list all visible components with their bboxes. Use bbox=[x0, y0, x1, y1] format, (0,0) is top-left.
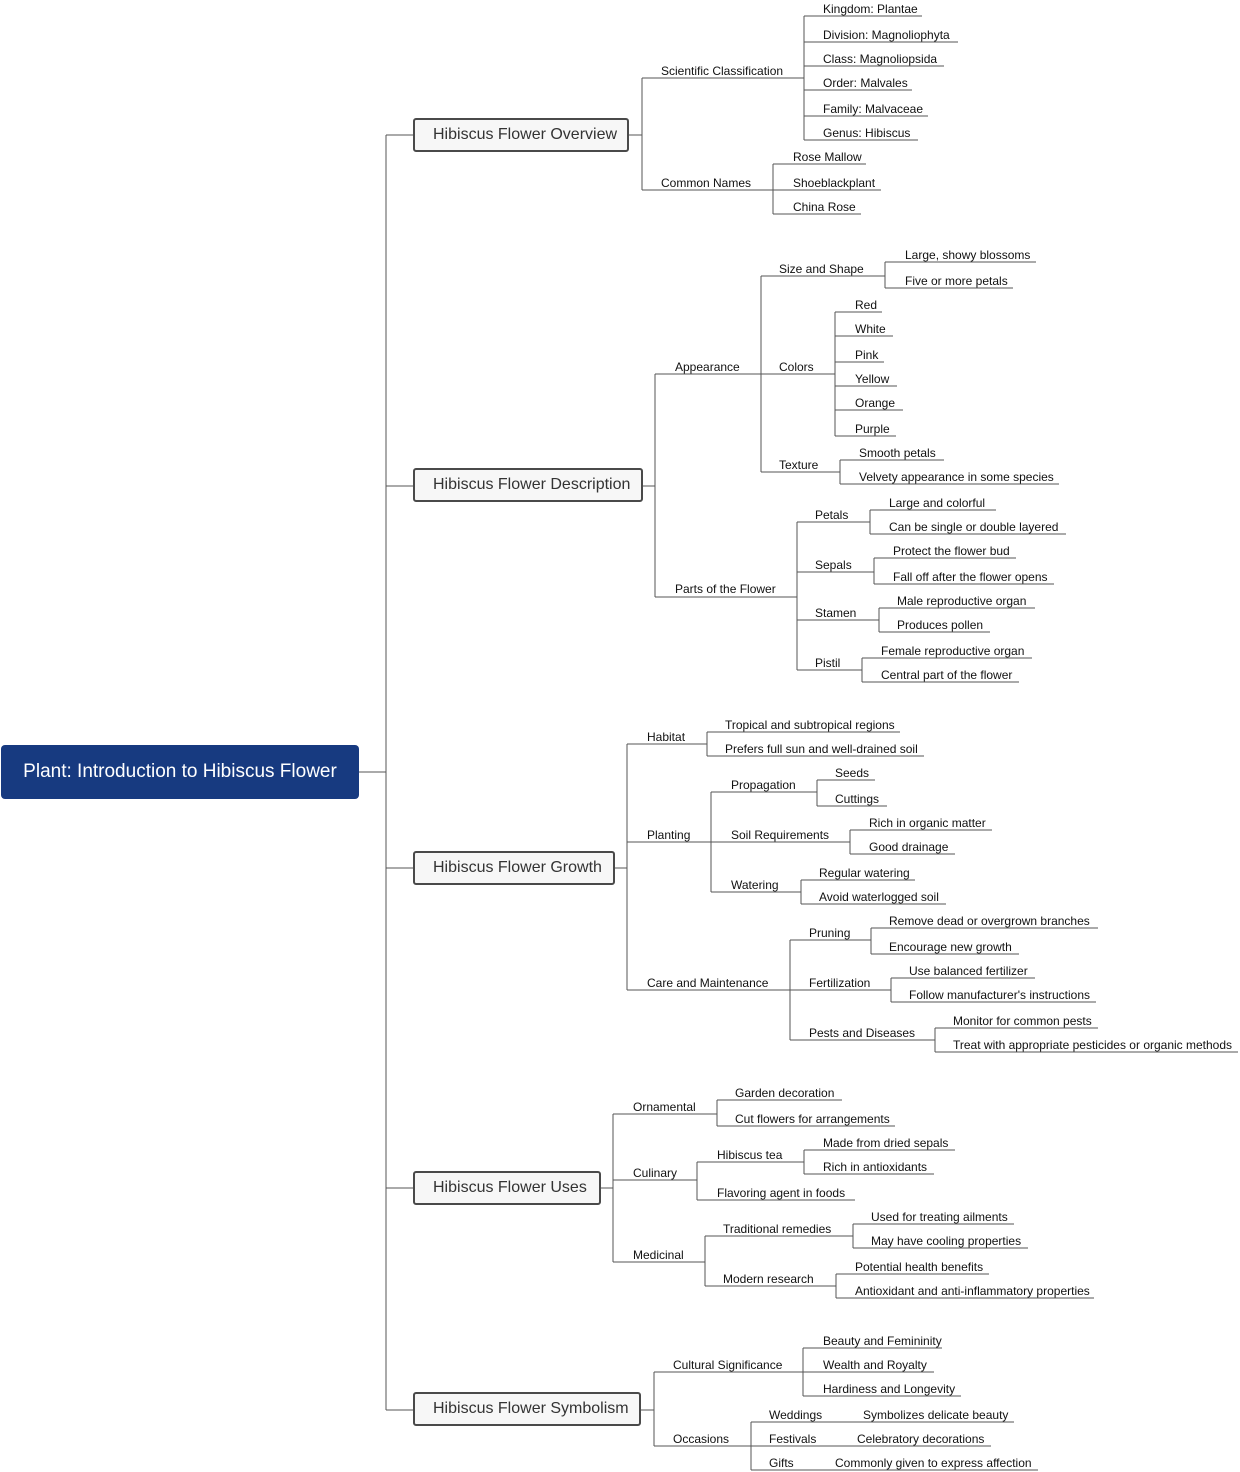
node-weddings[interactable]: Weddings bbox=[769, 1408, 823, 1422]
node-female-organ[interactable]: Female reproductive organ bbox=[881, 644, 1025, 658]
node-petals[interactable]: Petals bbox=[815, 508, 849, 522]
node-common-names[interactable]: Common Names bbox=[661, 176, 752, 190]
node-white[interactable]: White bbox=[855, 322, 886, 336]
node-beauty[interactable]: Beauty and Femininity bbox=[823, 1334, 942, 1348]
node-hardiness[interactable]: Hardiness and Longevity bbox=[823, 1382, 956, 1396]
branch-overview[interactable]: Hibiscus Flower Overview bbox=[413, 118, 629, 152]
node-soil-req[interactable]: Soil Requirements bbox=[731, 828, 830, 842]
node-parts[interactable]: Parts of the Flower bbox=[675, 582, 776, 596]
node-culinary[interactable]: Culinary bbox=[633, 1166, 678, 1180]
node-protect-bud[interactable]: Protect the flower bud bbox=[893, 544, 1010, 558]
node-medicinal[interactable]: Medicinal bbox=[633, 1248, 684, 1262]
node-kingdom[interactable]: Kingdom: Plantae bbox=[823, 2, 918, 16]
node-wealth[interactable]: Wealth and Royalty bbox=[823, 1358, 927, 1372]
node-treat-pests[interactable]: Treat with appropriate pesticides or org… bbox=[953, 1038, 1233, 1052]
node-fall-off[interactable]: Fall off after the flower opens bbox=[893, 570, 1048, 584]
node-planting[interactable]: Planting bbox=[647, 828, 691, 842]
node-male-organ[interactable]: Male reproductive organ bbox=[897, 594, 1027, 608]
node-central-part[interactable]: Central part of the flower bbox=[881, 668, 1013, 682]
node-stamen[interactable]: Stamen bbox=[815, 606, 857, 620]
node-pests[interactable]: Pests and Diseases bbox=[809, 1026, 916, 1040]
node-yellow[interactable]: Yellow bbox=[855, 372, 890, 386]
node-anti-inflammatory[interactable]: Antioxidant and anti-inflammatory proper… bbox=[855, 1284, 1090, 1298]
node-balanced-fert[interactable]: Use balanced fertilizer bbox=[909, 964, 1028, 978]
node-good-drainage[interactable]: Good drainage bbox=[869, 840, 949, 854]
node-rich-organic[interactable]: Rich in organic matter bbox=[869, 816, 986, 830]
node-genus[interactable]: Genus: Hibiscus bbox=[823, 126, 911, 140]
node-velvety[interactable]: Velvety appearance in some species bbox=[859, 470, 1054, 484]
node-propagation[interactable]: Propagation bbox=[731, 778, 796, 792]
node-pistil[interactable]: Pistil bbox=[815, 656, 841, 670]
node-health-benefits[interactable]: Potential health benefits bbox=[855, 1260, 984, 1274]
node-gifts[interactable]: Gifts bbox=[769, 1456, 794, 1470]
node-rose-mallow[interactable]: Rose Mallow bbox=[793, 150, 862, 164]
node-garden[interactable]: Garden decoration bbox=[735, 1086, 835, 1100]
node-tropical[interactable]: Tropical and subtropical regions bbox=[725, 718, 895, 732]
node-colors[interactable]: Colors bbox=[779, 360, 814, 374]
node-cuttings[interactable]: Cuttings bbox=[835, 792, 880, 806]
node-occasions[interactable]: Occasions bbox=[673, 1432, 730, 1446]
node-care[interactable]: Care and Maintenance bbox=[647, 976, 769, 990]
node-class[interactable]: Class: Magnoliopsida bbox=[823, 52, 938, 66]
node-dried-sepals[interactable]: Made from dried sepals bbox=[823, 1136, 949, 1150]
node-monitor-pests[interactable]: Monitor for common pests bbox=[953, 1014, 1092, 1028]
node-red[interactable]: Red bbox=[855, 298, 878, 312]
node-cultural[interactable]: Cultural Significance bbox=[673, 1358, 783, 1372]
node-large-showy[interactable]: Large, showy blossoms bbox=[905, 248, 1031, 262]
node-avoid-waterlogged[interactable]: Avoid waterlogged soil bbox=[819, 890, 939, 904]
branch-symbolism[interactable]: Hibiscus Flower Symbolism bbox=[413, 1392, 641, 1426]
node-five-petals[interactable]: Five or more petals bbox=[905, 274, 1008, 288]
node-order[interactable]: Order: Malvales bbox=[823, 76, 908, 90]
node-size-shape[interactable]: Size and Shape bbox=[779, 262, 864, 276]
node-new-growth[interactable]: Encourage new growth bbox=[889, 940, 1012, 954]
node-affection[interactable]: Commonly given to express affection bbox=[835, 1456, 1032, 1470]
node-pink[interactable]: Pink bbox=[855, 348, 879, 362]
node-smooth[interactable]: Smooth petals bbox=[859, 446, 936, 460]
node-ornamental[interactable]: Ornamental bbox=[633, 1100, 696, 1114]
node-watering[interactable]: Watering bbox=[731, 878, 779, 892]
node-fertilization[interactable]: Fertilization bbox=[809, 976, 871, 990]
node-modern[interactable]: Modern research bbox=[723, 1272, 814, 1286]
node-china-rose[interactable]: China Rose bbox=[793, 200, 856, 214]
node-regular-watering[interactable]: Regular watering bbox=[819, 866, 910, 880]
branch-description[interactable]: Hibiscus Flower Description bbox=[413, 468, 643, 502]
node-tea[interactable]: Hibiscus tea bbox=[717, 1148, 783, 1162]
node-shoeblackplant[interactable]: Shoeblackplant bbox=[793, 176, 876, 190]
node-large-colorful[interactable]: Large and colorful bbox=[889, 496, 986, 510]
node-sepals[interactable]: Sepals bbox=[815, 558, 852, 572]
node-delicate-beauty[interactable]: Symbolizes delicate beauty bbox=[863, 1408, 1009, 1422]
node-pruning[interactable]: Pruning bbox=[809, 926, 851, 940]
node-family[interactable]: Family: Malvaceae bbox=[823, 102, 924, 116]
node-ailments[interactable]: Used for treating ailments bbox=[871, 1210, 1008, 1224]
node-festivals[interactable]: Festivals bbox=[769, 1432, 817, 1446]
branch-growth[interactable]: Hibiscus Flower Growth bbox=[413, 851, 615, 885]
node-pollen[interactable]: Produces pollen bbox=[897, 618, 984, 632]
node-orange[interactable]: Orange bbox=[855, 396, 896, 410]
node-celebratory[interactable]: Celebratory decorations bbox=[857, 1432, 985, 1446]
node-purple[interactable]: Purple bbox=[855, 422, 890, 436]
node-scientific-classification[interactable]: Scientific Classification bbox=[661, 64, 784, 78]
branch-uses[interactable]: Hibiscus Flower Uses bbox=[413, 1171, 601, 1205]
root-topic[interactable]: Plant: Introduction to Hibiscus Flower bbox=[1, 745, 359, 799]
node-single-double[interactable]: Can be single or double layered bbox=[889, 520, 1059, 534]
node-cut-flowers[interactable]: Cut flowers for arrangements bbox=[735, 1112, 890, 1126]
node-manufacturer[interactable]: Follow manufacturer's instructions bbox=[909, 988, 1091, 1002]
node-flavoring[interactable]: Flavoring agent in foods bbox=[717, 1186, 846, 1200]
node-appearance[interactable]: Appearance bbox=[675, 360, 740, 374]
node-seeds[interactable]: Seeds bbox=[835, 766, 870, 780]
node-habitat[interactable]: Habitat bbox=[647, 730, 686, 744]
node-cooling[interactable]: May have cooling properties bbox=[871, 1234, 1022, 1248]
node-full-sun[interactable]: Prefers full sun and well-drained soil bbox=[725, 742, 918, 756]
node-antioxidants[interactable]: Rich in antioxidants bbox=[823, 1160, 928, 1174]
node-texture[interactable]: Texture bbox=[779, 458, 819, 472]
node-traditional[interactable]: Traditional remedies bbox=[723, 1222, 832, 1236]
node-remove-dead[interactable]: Remove dead or overgrown branches bbox=[889, 914, 1090, 928]
node-division[interactable]: Division: Magnoliophyta bbox=[823, 28, 950, 42]
